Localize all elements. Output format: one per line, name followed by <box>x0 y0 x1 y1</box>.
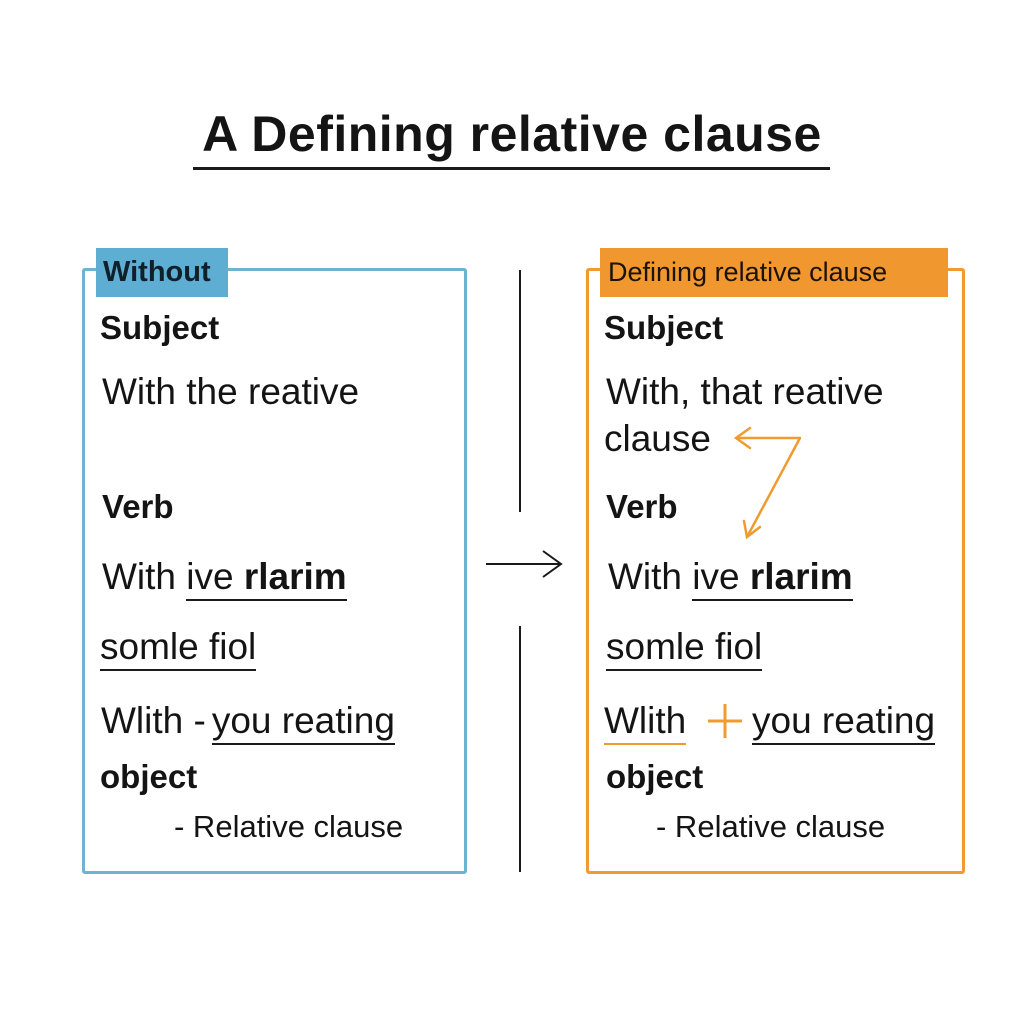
right-object-heading: object <box>606 758 704 795</box>
without-tag: Without <box>96 248 228 297</box>
left-with-prefix: Wlith - <box>101 700 206 741</box>
page-title: A Defining relative clause <box>202 106 822 162</box>
title-underline <box>193 167 830 170</box>
right-verb-prefix: With <box>608 556 693 597</box>
right-somle-text: somle fiol <box>606 626 763 671</box>
center-arrow-icon <box>486 550 563 578</box>
right-verb-bold: rlarim <box>749 556 853 597</box>
right-subject-text-line2: clause <box>604 418 711 459</box>
left-relative-clause-note: - Relative clause <box>174 809 404 844</box>
left-verb-prefix: With <box>102 556 187 597</box>
right-with-line: Wlith <box>604 700 687 745</box>
left-somle-line: somle fiol <box>100 626 257 671</box>
without-panel <box>82 268 467 874</box>
left-object-heading: object <box>100 758 198 795</box>
right-verb-heading: Verb <box>606 488 678 525</box>
left-verb-underlined-group: ive rlarim <box>186 556 347 601</box>
right-somle-line: somle fiol <box>606 626 763 671</box>
defining-clause-tag: Defining relative clause <box>600 248 948 297</box>
left-verb-line: With ive rlarim <box>102 556 347 601</box>
right-subject-text-line1: With, that reative <box>606 371 884 412</box>
divider-bottom <box>519 626 521 872</box>
left-somle-text: somle fiol <box>100 626 257 671</box>
right-with-line-continued: you reating <box>752 700 936 745</box>
right-verb-underlined: ive <box>692 556 750 597</box>
right-verb-underlined-group: ive rlarim <box>692 556 853 601</box>
divider-top <box>519 270 521 512</box>
left-with-underlined: you reating <box>211 700 395 745</box>
left-with-line: Wlith -you reating <box>101 700 395 745</box>
defining-clause-panel <box>586 268 965 874</box>
left-verb-bold: rlarim <box>243 556 347 597</box>
right-subject-heading: Subject <box>604 309 724 346</box>
right-with-underlined: you reating <box>752 700 936 745</box>
right-verb-line: With ive rlarim <box>608 556 853 601</box>
left-subject-text: With the reative <box>102 371 360 412</box>
left-verb-underlined: ive <box>186 556 244 597</box>
right-relative-clause-note: - Relative clause <box>656 809 886 844</box>
left-verb-heading: Verb <box>102 488 174 525</box>
left-subject-heading: Subject <box>100 309 220 346</box>
right-with-prefix: Wlith <box>604 700 687 745</box>
